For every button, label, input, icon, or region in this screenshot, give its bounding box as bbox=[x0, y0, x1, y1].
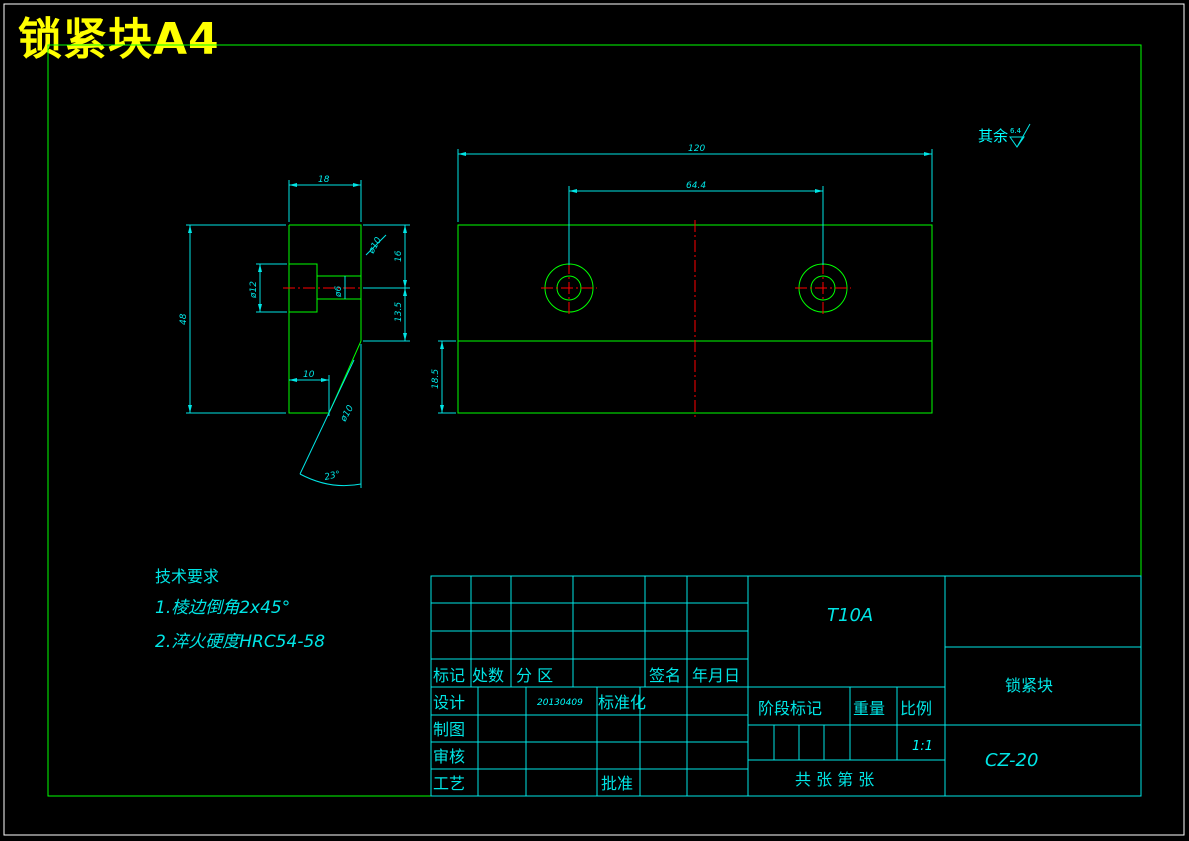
front-view: 120 64.4 18.5 bbox=[431, 144, 933, 418]
standardize-label: 标准化 bbox=[598, 693, 646, 712]
sheet-count: 共 张 第 张 bbox=[795, 770, 874, 789]
side-view: 18 48 ø12 ø6 ø10 16 13.5 10 ø10 bbox=[179, 175, 410, 488]
scale-label: 比例 bbox=[900, 699, 932, 718]
dim-10: 10 bbox=[303, 370, 315, 380]
roughness-symbol-icon bbox=[1009, 123, 1031, 148]
header-date: 年月日 bbox=[692, 666, 740, 685]
dim-angle-23: 23° bbox=[324, 470, 342, 483]
outer-border bbox=[3, 3, 1185, 836]
tech-req-item-2: 2.淬火硬度HRC54-58 bbox=[155, 632, 325, 652]
dim-phi12: ø12 bbox=[249, 281, 259, 299]
angle-arc bbox=[299, 473, 362, 487]
material: T10A bbox=[827, 605, 873, 626]
weight-label: 重量 bbox=[853, 699, 885, 718]
dim-18-5: 18.5 bbox=[431, 369, 441, 389]
dim-phi10-bottom: ø10 bbox=[338, 404, 356, 425]
process-label: 工艺 bbox=[433, 774, 465, 793]
roughness-value: 6.4 bbox=[1010, 127, 1022, 135]
header-zone: 分 区 bbox=[516, 666, 553, 685]
roughness-note-text: 其余 bbox=[978, 127, 1008, 145]
drawing-number: CZ-20 bbox=[985, 750, 1038, 771]
tech-req-item-1: 1.棱边倒角2x45° bbox=[155, 598, 290, 618]
sheet-title: 锁紧块A4 bbox=[18, 14, 220, 65]
tech-requirements: 技术要求 1.棱边倒角2x45° 2.淬火硬度HRC54-58 bbox=[155, 567, 325, 652]
tech-req-heading: 技术要求 bbox=[155, 567, 219, 586]
dim-16: 16 bbox=[394, 250, 404, 262]
dim-64-4: 64.4 bbox=[686, 181, 706, 191]
dim-120: 120 bbox=[688, 144, 705, 154]
scale-value: 1:1 bbox=[912, 739, 933, 754]
draw-label: 制图 bbox=[433, 720, 465, 739]
roughness-note: 其余 6.4 bbox=[978, 123, 1031, 148]
stage-mark-label: 阶段标记 bbox=[758, 699, 822, 718]
dim-48: 48 bbox=[179, 313, 189, 325]
design-label: 设计 bbox=[433, 693, 465, 712]
design-date: 20130409 bbox=[537, 698, 583, 708]
dim-18: 18 bbox=[318, 175, 330, 185]
header-sign: 签名 bbox=[649, 666, 681, 685]
side-view-outline bbox=[288, 224, 362, 414]
header-count: 处数 bbox=[472, 666, 504, 685]
dim-phi10-top: ø10 bbox=[366, 236, 384, 257]
title-block: T10A 锁紧块 CZ-20 标记 处数 分 区 签名 年月日 设计 20130… bbox=[430, 575, 1142, 797]
dim-13-5: 13.5 bbox=[394, 302, 404, 322]
dim-phi6: ø6 bbox=[334, 285, 344, 298]
header-mark: 标记 bbox=[433, 666, 465, 685]
check-label: 审核 bbox=[433, 747, 465, 766]
drawing-frame bbox=[47, 44, 1142, 797]
approve-label: 批准 bbox=[601, 774, 633, 793]
part-name: 锁紧块 bbox=[1005, 676, 1053, 695]
